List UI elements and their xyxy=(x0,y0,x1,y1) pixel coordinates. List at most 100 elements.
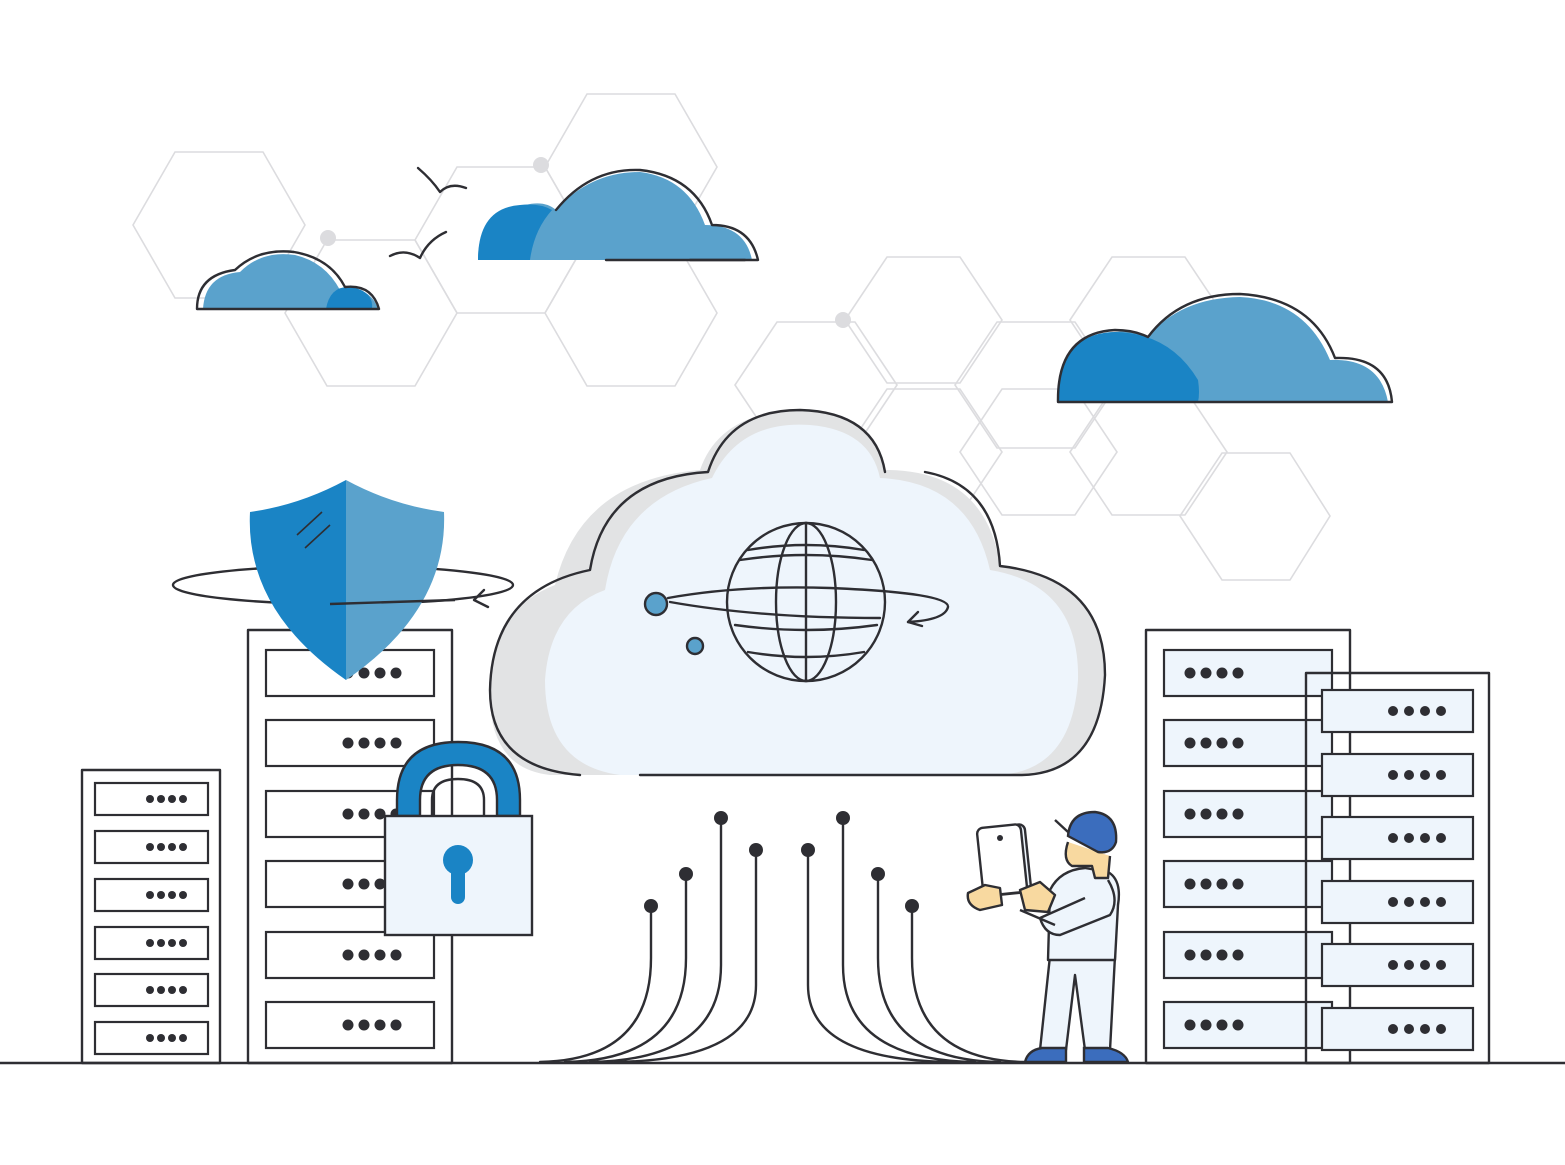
status-led xyxy=(1184,737,1196,749)
status-led xyxy=(342,1019,354,1031)
status-led xyxy=(168,986,176,994)
small-cloud-icon xyxy=(195,250,381,311)
status-led xyxy=(1420,897,1430,907)
server-rack-icon xyxy=(1144,628,1352,1065)
status-led xyxy=(157,986,165,994)
status-led xyxy=(342,949,354,961)
status-led xyxy=(390,737,402,749)
status-led xyxy=(168,891,176,899)
status-led xyxy=(1420,770,1430,780)
status-led xyxy=(157,1034,165,1042)
status-led xyxy=(1232,949,1244,961)
status-led xyxy=(146,939,154,947)
server-rack-icon xyxy=(246,628,454,1065)
status-led xyxy=(358,878,370,890)
status-led xyxy=(374,878,386,890)
status-led xyxy=(146,843,154,851)
status-led xyxy=(179,939,187,947)
status-led xyxy=(1388,706,1398,716)
status-led xyxy=(374,949,386,961)
status-led xyxy=(146,986,154,994)
tablet-icon xyxy=(975,823,1033,897)
bird-icon xyxy=(388,230,448,260)
status-led xyxy=(374,667,386,679)
status-led xyxy=(1184,878,1196,890)
status-led xyxy=(358,949,370,961)
status-led xyxy=(1436,833,1446,843)
status-led xyxy=(1404,770,1414,780)
status-led xyxy=(1436,960,1446,970)
status-led xyxy=(168,1034,176,1042)
status-led xyxy=(146,1034,154,1042)
status-led xyxy=(179,843,187,851)
central-cloud-icon xyxy=(488,408,1107,777)
shield-icon xyxy=(171,480,515,680)
status-led xyxy=(168,795,176,803)
status-led xyxy=(1216,949,1228,961)
status-led xyxy=(1388,1024,1398,1034)
status-led xyxy=(179,891,187,899)
status-led xyxy=(1184,1019,1196,1031)
status-led xyxy=(1436,897,1446,907)
status-led xyxy=(1420,706,1430,716)
status-led xyxy=(342,808,354,820)
status-led xyxy=(390,949,402,961)
status-led xyxy=(168,843,176,851)
status-led xyxy=(1388,833,1398,843)
status-led xyxy=(1436,706,1446,716)
status-led xyxy=(1184,949,1196,961)
status-led xyxy=(1200,878,1212,890)
status-led xyxy=(1436,1024,1446,1034)
status-led xyxy=(1216,737,1228,749)
server-unit xyxy=(1320,1006,1475,1052)
status-led xyxy=(146,891,154,899)
status-led xyxy=(1200,949,1212,961)
cloud-icon xyxy=(1056,292,1394,404)
status-led xyxy=(1420,960,1430,970)
status-led xyxy=(179,986,187,994)
status-led xyxy=(390,667,402,679)
status-led xyxy=(358,808,370,820)
status-led xyxy=(1404,833,1414,843)
orbit-satellite xyxy=(685,636,705,656)
status-led xyxy=(1232,878,1244,890)
technician-figure xyxy=(966,810,1130,1064)
status-led xyxy=(168,939,176,947)
status-led xyxy=(1200,667,1212,679)
status-led xyxy=(157,939,165,947)
server-rack-icon xyxy=(1304,671,1491,1065)
status-led xyxy=(157,795,165,803)
cloud-icon xyxy=(478,168,760,262)
status-led xyxy=(1200,737,1212,749)
status-led xyxy=(1216,808,1228,820)
status-led xyxy=(1388,770,1398,780)
status-led xyxy=(1436,770,1446,780)
status-led xyxy=(179,1034,187,1042)
server-rack-icon xyxy=(80,768,222,1065)
status-led xyxy=(390,1019,402,1031)
status-led xyxy=(358,1019,370,1031)
status-led xyxy=(374,808,386,820)
status-led xyxy=(1388,960,1398,970)
status-led xyxy=(1232,808,1244,820)
status-led xyxy=(358,667,370,679)
status-led xyxy=(179,795,187,803)
server-unit xyxy=(1320,688,1475,734)
status-led xyxy=(1232,1019,1244,1031)
status-led xyxy=(342,737,354,749)
status-led xyxy=(1216,1019,1228,1031)
bird-icon xyxy=(416,166,468,194)
globe-icon xyxy=(666,521,950,683)
status-led xyxy=(1232,667,1244,679)
status-led xyxy=(1404,706,1414,716)
status-led xyxy=(157,891,165,899)
status-led xyxy=(1404,897,1414,907)
status-led xyxy=(374,1019,386,1031)
status-led xyxy=(358,737,370,749)
orbit-satellite xyxy=(643,591,669,617)
status-led xyxy=(1404,1024,1414,1034)
status-led xyxy=(1388,897,1398,907)
padlock-icon xyxy=(383,740,534,937)
status-led xyxy=(342,878,354,890)
